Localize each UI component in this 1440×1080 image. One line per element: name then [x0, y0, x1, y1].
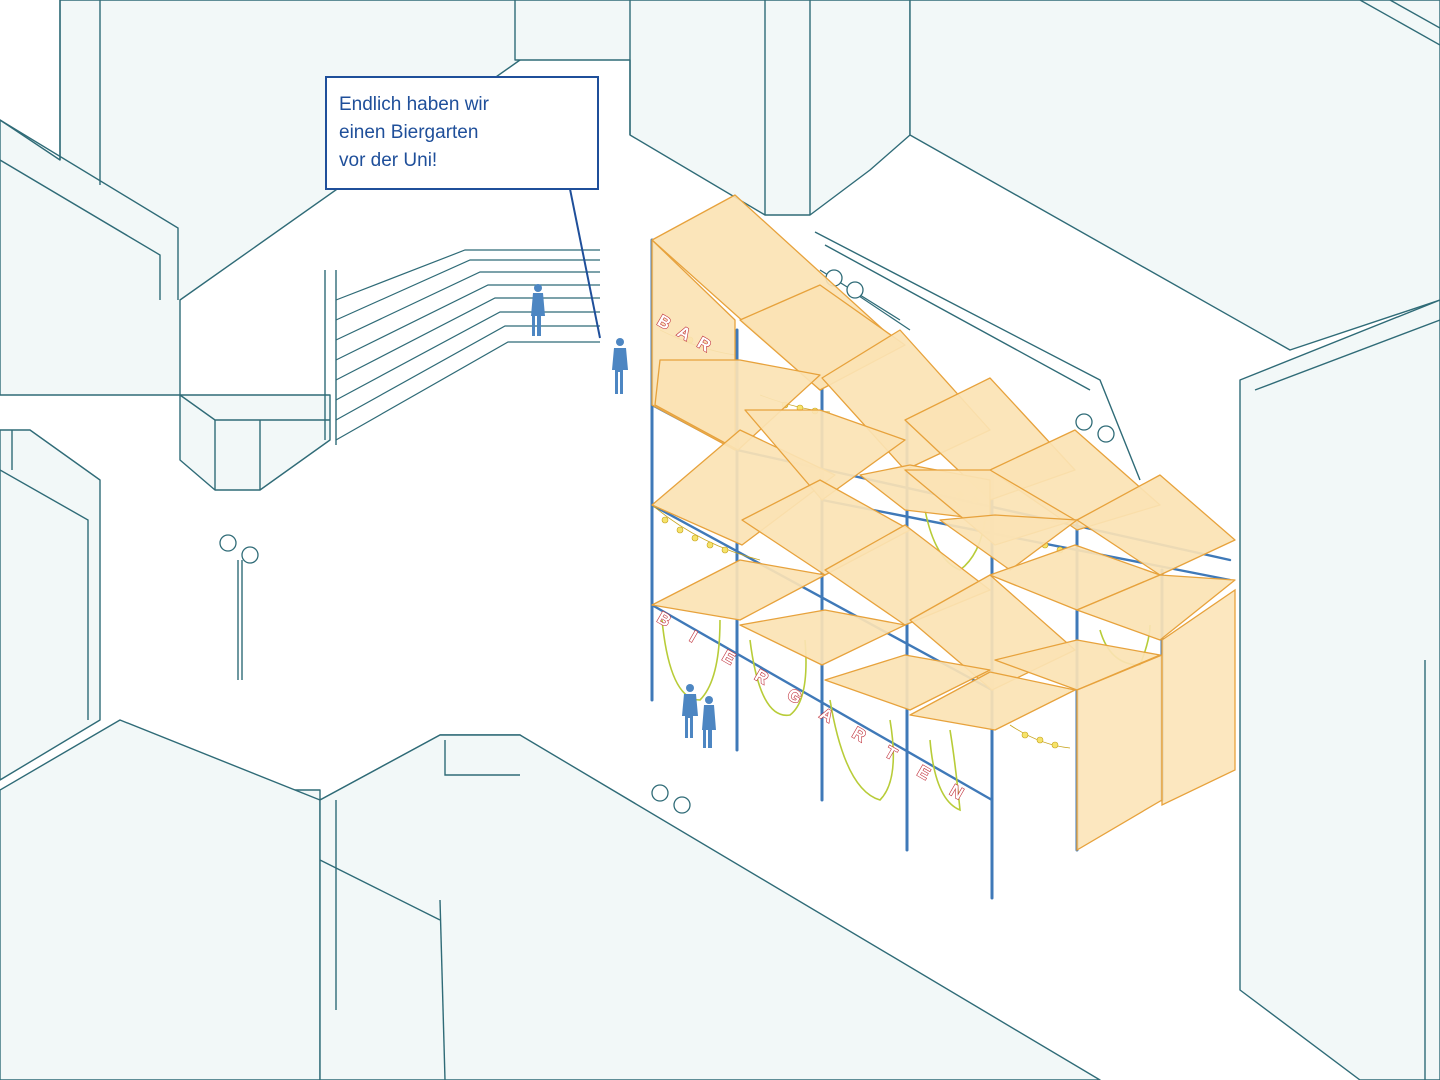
- hammock-icon: [661, 619, 721, 701]
- people: [531, 284, 716, 748]
- person-figure-icon: [682, 684, 698, 738]
- building-top-left: [0, 0, 521, 396]
- string-light-icon: [661, 516, 669, 524]
- biergarten-structure: [650, 194, 1236, 900]
- sign-letter: A: [817, 704, 837, 727]
- speech-line: einen Biergarten: [339, 122, 479, 143]
- sign-letter: R: [849, 723, 869, 746]
- person-figure-icon: [531, 284, 545, 336]
- building-top-right: [909, 0, 1440, 351]
- sign-letter: E: [719, 646, 738, 668]
- building-right: [1239, 299, 1440, 1080]
- sign-letter: N: [947, 781, 967, 804]
- sign-letter: G: [784, 685, 805, 708]
- sign-letter: B: [654, 608, 674, 631]
- street-lamps: [219, 269, 1115, 814]
- building-left: [0, 429, 101, 781]
- canopies: [651, 194, 1236, 731]
- speech-line: Endlich haben wir: [339, 94, 489, 115]
- sign-letter: E: [914, 762, 933, 784]
- curtains: [1076, 588, 1236, 852]
- person-figure-icon: [612, 338, 628, 394]
- plaza-steps: [179, 231, 1141, 491]
- sign-letter: T: [882, 742, 901, 764]
- hammock-icon: [749, 639, 807, 717]
- hammock-icon: [929, 729, 961, 812]
- sign-letter: I: [687, 627, 701, 646]
- street-lamp-icon: [1075, 413, 1115, 443]
- hammock-icon: [829, 699, 895, 801]
- speech-bubble: Endlich haben wir einen Biergarten vor d…: [325, 76, 599, 190]
- speech-line: vor der Uni!: [339, 150, 438, 171]
- person-figure-icon: [702, 696, 716, 748]
- street-lamp-icon: [651, 784, 691, 814]
- street-lamp-icon: [219, 534, 259, 680]
- speech-text: Endlich haben wir einen Biergarten vor d…: [339, 91, 585, 175]
